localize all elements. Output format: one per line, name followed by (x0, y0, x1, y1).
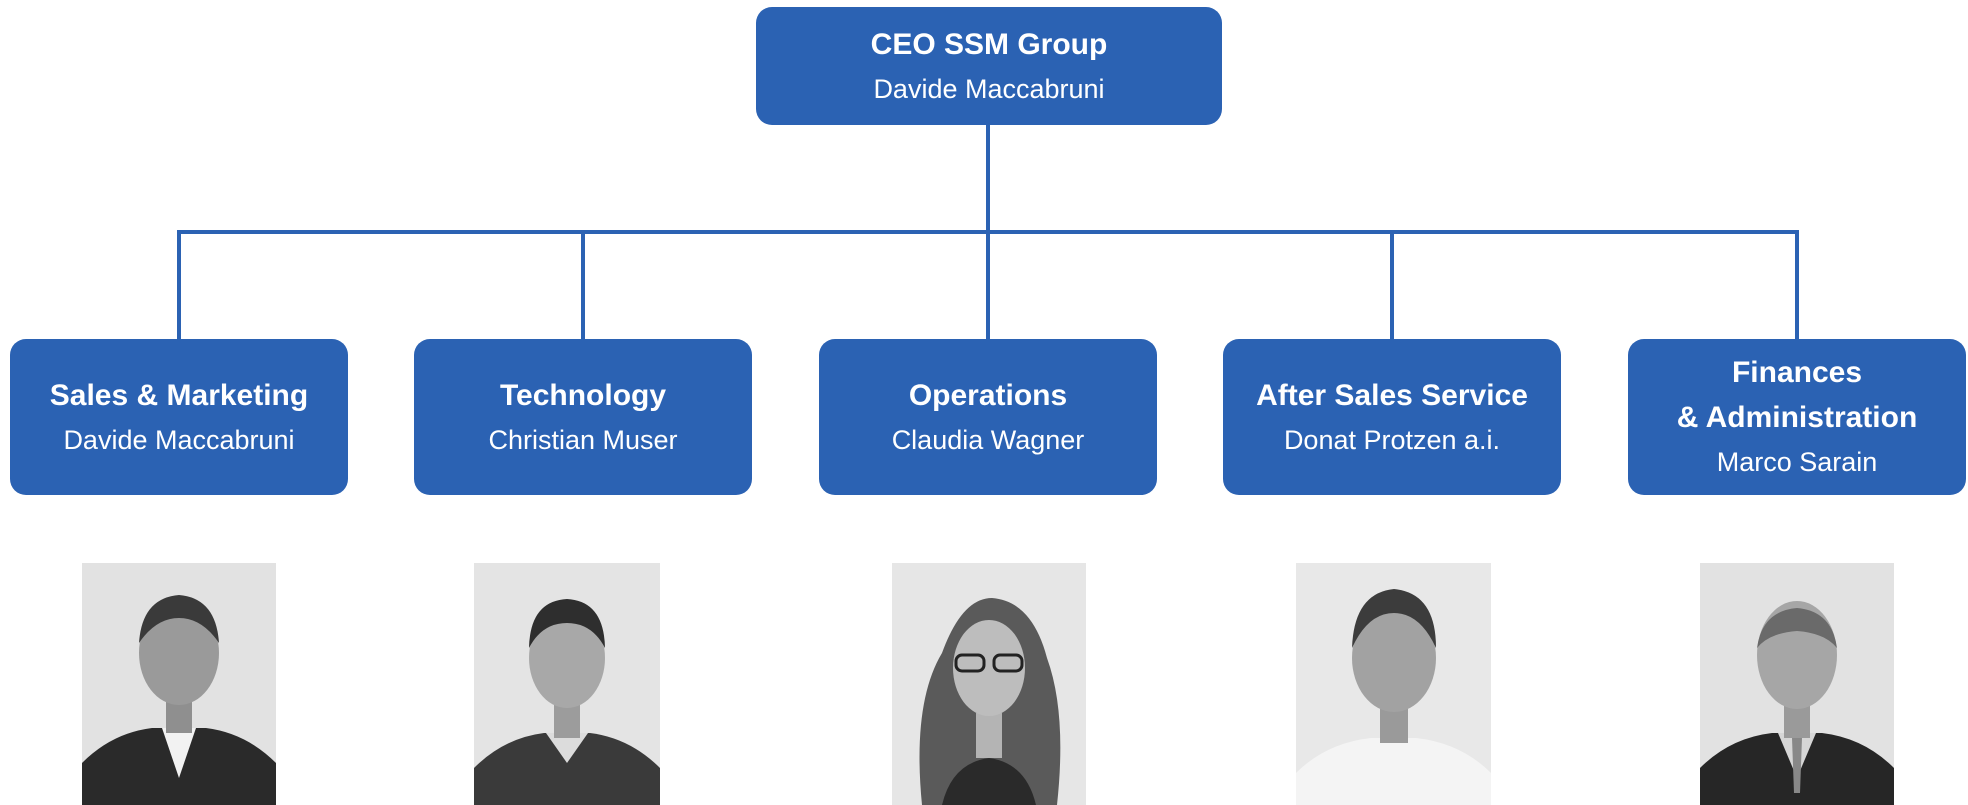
dept-connector-line-5 (1795, 230, 1799, 339)
dept-head-name: Marco Sarain (1716, 447, 1878, 477)
dept-title: Technology (499, 378, 667, 412)
portrait-photo-finances-administration (1700, 563, 1894, 805)
portrait-photo-technology (474, 563, 660, 805)
dept-connector-line-1 (177, 230, 181, 339)
dept-box-finances-administration: Finances & Administration Marco Sarain (1628, 339, 1966, 495)
portrait-photo-operations (892, 563, 1086, 805)
dept-title-line-2: & Administration (1676, 401, 1918, 434)
dept-box-after-sales-service: After Sales Service Donat Protzen a.i. (1223, 339, 1561, 495)
ceo-box: CEO SSM Group Davide Maccabruni (756, 7, 1222, 125)
ceo-name: Davide Maccabruni (873, 73, 1105, 104)
dept-box-sales-marketing: Sales & Marketing Davide Maccabruni (10, 339, 348, 495)
portrait-photo-after-sales-service (1296, 563, 1491, 805)
dept-box-technology: Technology Christian Muser (414, 339, 752, 495)
portrait-photo-sales-marketing (82, 563, 276, 805)
dept-connector-line-3 (986, 230, 990, 339)
dept-title: After Sales Service (1256, 378, 1528, 412)
dept-title: Operations (908, 378, 1068, 412)
dept-connector-line-2 (581, 230, 585, 339)
dept-head-name: Davide Maccabruni (63, 424, 295, 455)
dept-head-name: Donat Protzen a.i. (1283, 424, 1501, 455)
dept-connector-line-4 (1390, 230, 1394, 339)
ceo-title: CEO SSM Group (870, 27, 1108, 61)
dept-head-name: Christian Muser (488, 424, 678, 455)
dept-head-name: Claudia Wagner (891, 424, 1085, 455)
dept-title-line-1: Finances (1731, 356, 1863, 389)
dept-box-operations: Operations Claudia Wagner (819, 339, 1157, 495)
dept-title: Sales & Marketing (49, 378, 309, 412)
ceo-connector-line (986, 124, 990, 234)
